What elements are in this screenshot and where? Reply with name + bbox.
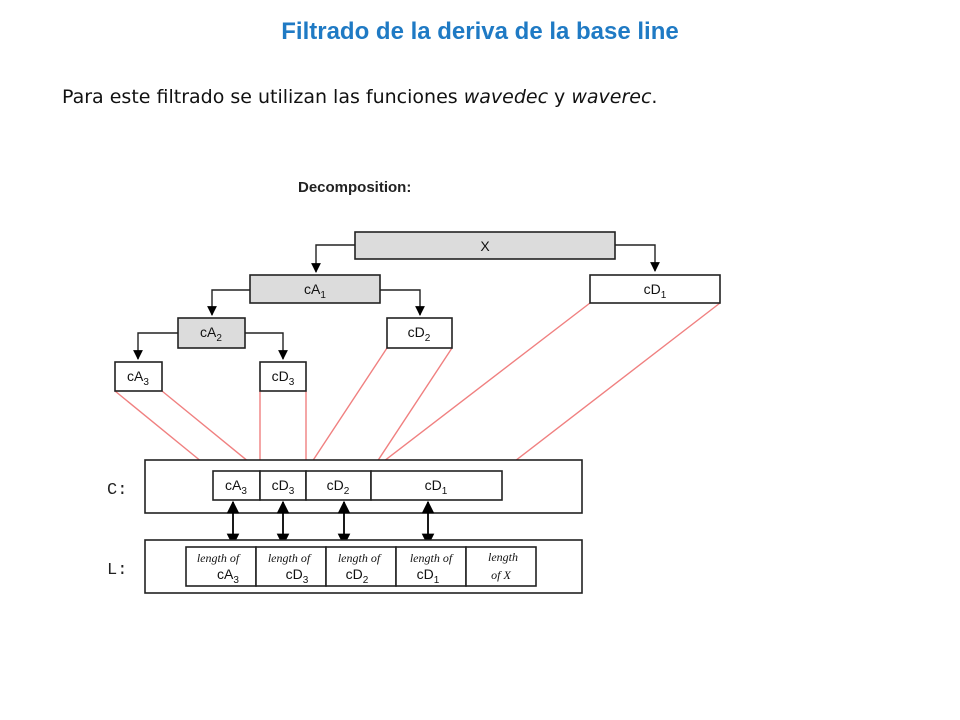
mapping-lines [114,302,721,472]
svg-text:cA1: cA1 [304,281,326,301]
body-prefix: Para este filtrado se utilizan las funci… [62,86,464,108]
svg-text:cD1: cD1 [417,566,440,586]
svg-text:cD3: cD3 [272,368,295,388]
svg-text:cD1: cD1 [425,477,448,497]
node-cd2: cD2 [386,317,453,349]
c-cell-cd3 [259,470,307,501]
svg-text:cD2: cD2 [327,477,350,497]
svg-text:length: length [488,550,518,564]
node-ca2: cA2 [177,317,246,349]
node-ca3: cA3 [114,361,163,392]
connector-ca1-ca2 [207,289,250,316]
svg-text:cD3: cD3 [272,477,295,497]
map-ca3-right [161,390,261,472]
c-vector-label: C: [107,481,127,500]
l-cell-x [465,546,537,587]
body-suffix: . [651,86,658,108]
node-cd3: cD3 [259,361,307,392]
svg-text:length of: length of [268,551,312,565]
svg-text:X: X [480,238,490,254]
map-cd1-left [370,302,591,472]
node-ca1: cA1 [249,274,381,304]
svg-text:cA2: cA2 [200,324,222,344]
svg-text:cD1: cD1 [644,281,667,301]
svg-text:cD3: cD3 [286,566,309,586]
c-cell-cd2 [305,470,372,501]
svg-text:length of: length of [197,551,241,565]
l-cell-ca3 [185,546,257,587]
svg-text:cD2: cD2 [346,566,369,586]
l-cell-cd2 [325,546,397,587]
map-cd2-right [370,347,453,472]
c-cell-cd1 [370,470,503,501]
svg-text:length of: length of [338,551,382,565]
l-cell-cd1 [395,546,467,587]
slide-body-text: Para este filtrado se utilizan las funci… [62,86,657,108]
connector-ca2-cd3 [245,332,288,360]
map-cd2-left [305,347,388,472]
body-mid: y [548,86,572,108]
svg-text:cD2: cD2 [408,324,431,344]
connector-x-cd1 [615,244,660,272]
connector-ca1-cd2 [380,289,425,316]
node-cd1: cD1 [589,274,721,304]
c-vector: C: cA3 cD3 cD2 cD1 [107,459,583,514]
node-x: X [354,231,616,260]
svg-text:cA3: cA3 [127,368,149,388]
map-ca3-left [114,390,214,472]
svg-text:cA3: cA3 [217,566,239,586]
decomposition-heading: Decomposition: [298,179,411,196]
function-wavedec: wavedec [463,86,549,108]
c-l-arrows [226,500,435,547]
l-vector: L: length of cA3 length of cD3 length of… [107,539,583,594]
svg-text:cA3: cA3 [225,477,247,497]
slide-title: Filtrado de la deriva de la base line [281,18,679,45]
svg-text:of X: of X [491,568,511,582]
tree-connectors [133,244,660,360]
map-cd1-right [501,302,721,472]
function-waverec: waverec [571,86,652,108]
svg-text:length of: length of [410,551,454,565]
l-cell-cd3 [255,546,327,587]
l-vector-label: L: [107,561,127,580]
connector-x-ca1 [311,244,355,273]
connector-ca2-ca3 [133,332,178,360]
